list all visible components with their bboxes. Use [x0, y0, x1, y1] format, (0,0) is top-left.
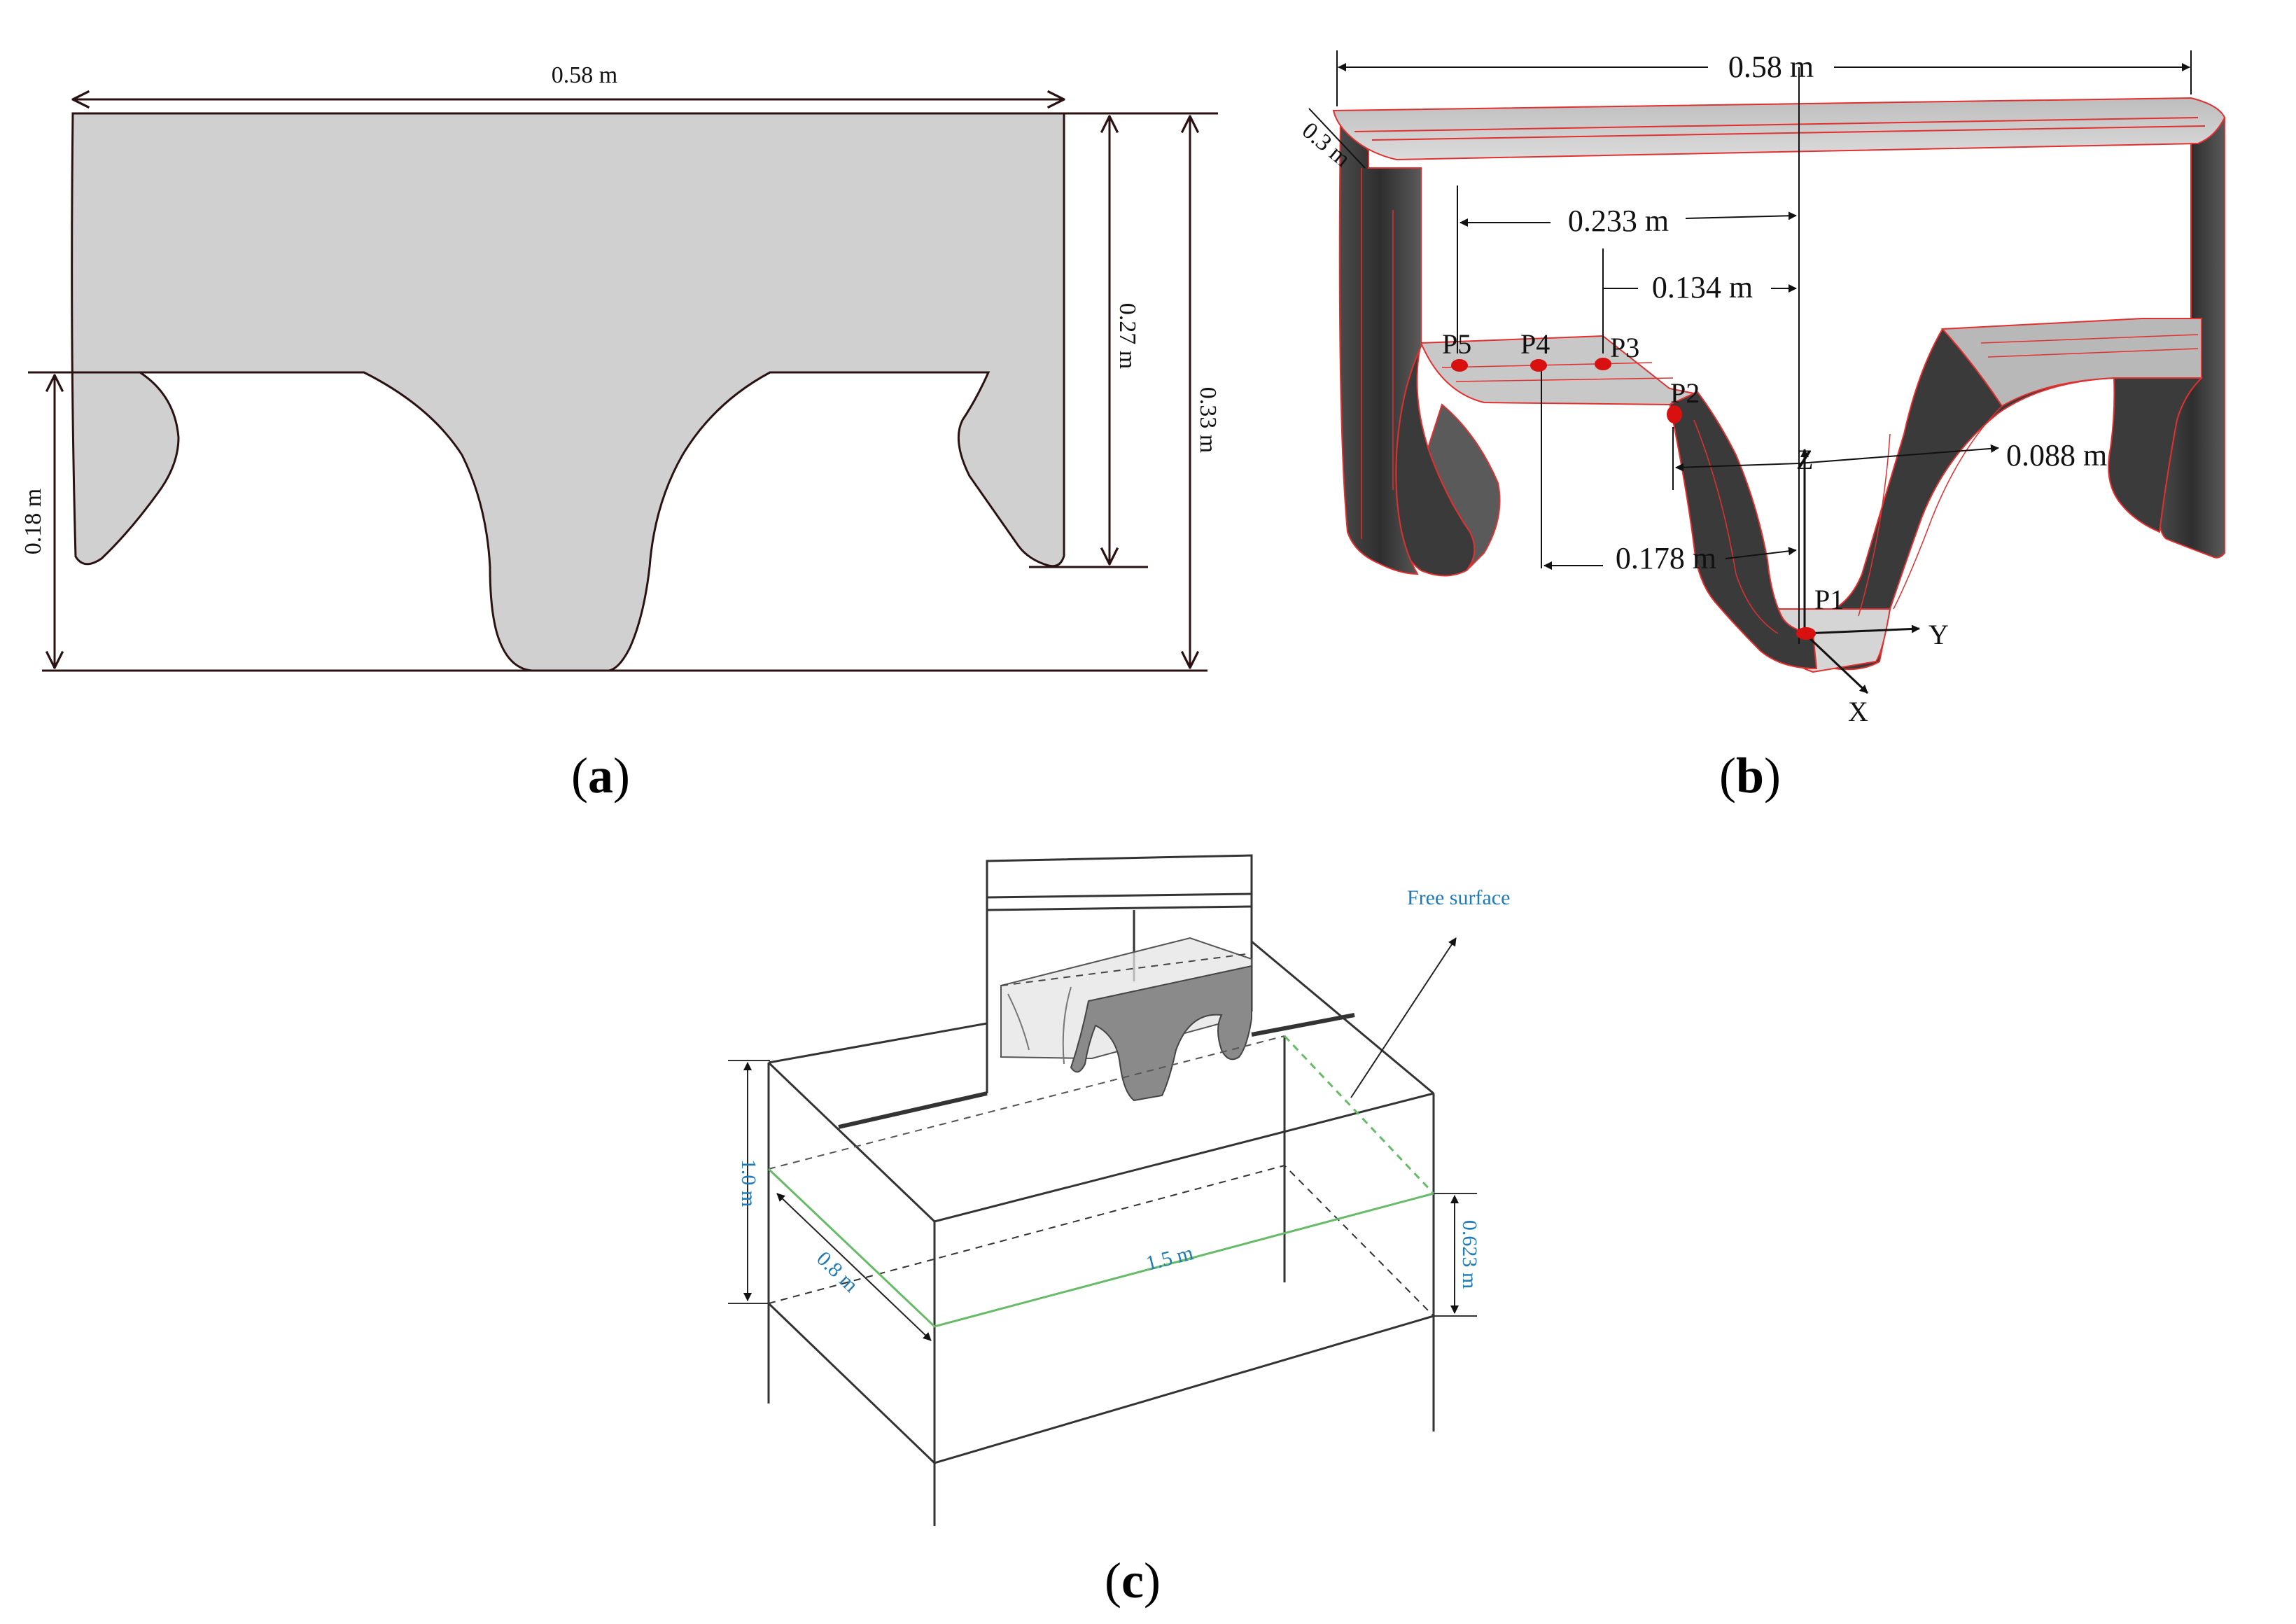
model-outline-left [1007, 986, 1072, 1065]
dim-178-label: 0.178 m [1616, 541, 1716, 575]
deck-line-2 [1371, 125, 2206, 141]
probe-p5-marker [1451, 359, 1468, 372]
z-axis-label: Z [1796, 444, 1813, 475]
x-axis-label: X [1848, 696, 1868, 727]
waterline-back [768, 1035, 1285, 1170]
keel-left [1668, 391, 1818, 670]
right-slab [2108, 377, 2204, 533]
free-surface-pointer [1350, 937, 1457, 1098]
panel-c: Free surface 1.0 m 0.8 m 1.5 m 0.623 m (… [728, 854, 1510, 1609]
probe-p1-marker [1796, 627, 1816, 640]
carriage-rail-1 [986, 892, 1252, 899]
left-slab-top [1420, 335, 1697, 406]
upper-height-label: 0.27 m [1114, 303, 1140, 369]
probe-p1-label: P1 [1814, 584, 1844, 615]
tank-rim-front [838, 1091, 988, 1129]
free-surface-label: Free surface [1407, 886, 1510, 909]
model-cross-section [1070, 965, 1252, 1102]
probe-p1: P1 [1796, 584, 1844, 640]
probe-p4-marker [1530, 359, 1547, 372]
keel-red-lines [1693, 405, 2003, 634]
carriage-rail-2 [986, 905, 1252, 911]
width-label: 0.58 m [552, 62, 617, 88]
slab-red-lines [1441, 334, 2199, 382]
caption-c: (c) [1105, 1553, 1161, 1609]
caption-a-letter: a [588, 748, 613, 804]
hull-cross-section [71, 112, 1065, 672]
panel-b: 0.58 m 0.3 m 0.233 m 0.134 m 0.088 m 0.1… [1297, 50, 2226, 804]
caption-a: (a) [571, 748, 630, 804]
probe-p3-marker [1595, 358, 1611, 370]
dim-088-left [1675, 463, 1800, 472]
probe-p2-label: P2 [1670, 377, 1700, 409]
depth-label-c: 0.623 m [1458, 1220, 1481, 1289]
dim-233-right [1685, 211, 1797, 220]
dim-178-right [1725, 547, 1797, 559]
top-deck [1332, 97, 2226, 161]
depth-dim [1308, 108, 1366, 169]
dim-088-right [1798, 444, 1999, 464]
dim-134-label: 0.134 m [1652, 270, 1753, 304]
deck-line-1 [1354, 117, 2199, 132]
caption-b-letter: b [1736, 748, 1764, 804]
caption-c-letter: c [1121, 1553, 1144, 1609]
leg-red-lines-left [1361, 168, 1394, 539]
carriage-frame [986, 854, 1253, 1093]
probe-p3: P3 [1595, 332, 1639, 370]
lower-height-label: 0.18 m [20, 489, 46, 554]
panel-a: 0.58 m 0.27 m 0.33 m 0.18 m (a) [20, 62, 1221, 804]
y-axis-label: Y [1928, 619, 1949, 650]
dim-233-label: 0.233 m [1568, 204, 1669, 238]
tank-top-left [768, 1022, 988, 1064]
left-leg [1338, 115, 1422, 575]
probe-p3-label: P3 [1610, 332, 1639, 363]
probe-p2: P2 [1667, 377, 1700, 424]
keel-right-top [1940, 318, 2202, 407]
probe-p4: P4 [1520, 328, 1550, 372]
tank-bottom-front [767, 1302, 1434, 1464]
b-width-label: 0.58 m [1728, 50, 1814, 84]
tank-bottom-back [768, 1164, 1434, 1317]
probe-p5: P5 [1442, 328, 1471, 372]
free-surface-front [767, 1168, 1434, 1328]
dim-088-label: 0.088 m [2006, 438, 2107, 472]
free-surface-right [1283, 1035, 1435, 1195]
caption-b: (b) [1719, 748, 1781, 804]
width-dim [776, 1193, 932, 1341]
total-height-label: 0.33 m [1195, 387, 1221, 453]
length-label: 1.5 m [1144, 1241, 1196, 1275]
probe-p2-marker [1667, 405, 1682, 424]
left-skirt-inner [1427, 403, 1501, 571]
probe-p5-label: P5 [1442, 328, 1471, 360]
x-axis [1803, 632, 1869, 694]
model-dash [1000, 953, 1252, 986]
probe-p4-label: P4 [1520, 328, 1550, 360]
height-label: 1.0 m [737, 1159, 760, 1207]
tank-rim-right [1251, 1013, 1355, 1037]
tank-front-top [767, 1061, 1434, 1223]
y-axis [1804, 624, 1920, 635]
